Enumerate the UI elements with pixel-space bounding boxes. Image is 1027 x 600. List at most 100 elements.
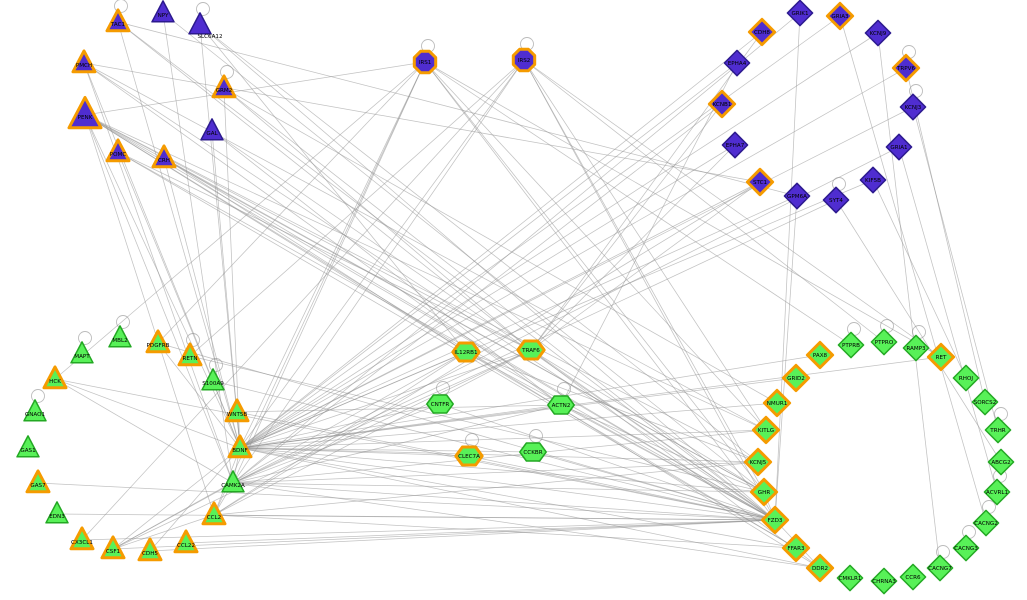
- node-CDH8[interactable]: CDH8: [747, 17, 777, 47]
- triangle-shape: [151, 0, 175, 23]
- edge-a8-f16: [117, 151, 776, 521]
- node-KCNB1[interactable]: KCNB1: [707, 89, 737, 119]
- edge-a1-e10: [117, 21, 241, 449]
- node-RET[interactable]: RET: [926, 342, 956, 372]
- triangle-shape: [224, 398, 250, 423]
- edge-e10-e2: [157, 342, 241, 449]
- node-IL12RB1[interactable]: IL12RB1: [451, 341, 481, 363]
- node-PTPRO[interactable]: PTPRO: [870, 328, 898, 356]
- node-IRS1[interactable]: IRS1: [412, 49, 438, 75]
- diamond-shape: [899, 93, 927, 121]
- node-ACTN2[interactable]: ACTN2: [547, 395, 575, 415]
- node-KCNJ5[interactable]: KCNJ5: [743, 447, 773, 477]
- node-TRPV6[interactable]: TRPV6: [891, 53, 921, 83]
- node-EDN3[interactable]: EDN3: [45, 501, 69, 524]
- edge-b2-f5: [523, 59, 942, 358]
- node-IRS2[interactable]: IRS2: [511, 47, 537, 73]
- edge-a9-d1: [163, 157, 467, 353]
- node-CNTFR[interactable]: CNTFR: [426, 394, 454, 414]
- triangle-shape: [188, 12, 212, 35]
- edge-e10-e16: [112, 447, 241, 550]
- diamond-shape: [786, 0, 814, 27]
- node-GNAO1[interactable]: GNAO1: [23, 399, 47, 422]
- node-PENK[interactable]: PENK: [67, 95, 103, 130]
- diamond-shape: [805, 553, 835, 583]
- node-GAS1[interactable]: GAS1: [16, 435, 40, 458]
- node-GAL[interactable]: GAL: [200, 118, 224, 141]
- diamond-shape: [864, 19, 892, 47]
- edge-e10-e17: [149, 447, 241, 552]
- node-CACNG7[interactable]: CACNG7: [926, 554, 954, 582]
- edge-e12-e16: [112, 482, 234, 550]
- triangle-shape: [42, 365, 68, 390]
- node-ABCG2[interactable]: ABCG2: [987, 448, 1015, 476]
- diamond-shape: [971, 388, 999, 416]
- node-CCL22[interactable]: CCL22: [173, 529, 199, 554]
- triangle-shape: [173, 529, 199, 554]
- edge-e10-f4: [239, 354, 821, 449]
- node-CCKBR[interactable]: CCKBR: [519, 442, 547, 462]
- node-PMCH[interactable]: PMCH: [71, 49, 97, 74]
- node-MAPT[interactable]: MAPT: [70, 341, 94, 364]
- node-KCNJ9[interactable]: KCNJ9: [864, 19, 892, 47]
- node-PTPRB[interactable]: PTPRB: [837, 331, 865, 359]
- diamond-shape: [983, 478, 1011, 506]
- node-DDR2[interactable]: DDR2: [805, 553, 835, 583]
- node-CMKLR1[interactable]: CMKLR1: [836, 564, 864, 592]
- edge-d4-f14: [560, 404, 765, 493]
- edge-b1-f5: [424, 61, 942, 358]
- node-TRAF6[interactable]: TRAF6: [516, 339, 546, 361]
- node-SLC6A12[interactable]: SLC6A12: [188, 12, 223, 40]
- edge-b1-f10: [424, 61, 767, 431]
- node-TAC1[interactable]: TAC1: [105, 8, 131, 33]
- diamond-shape: [952, 364, 980, 392]
- edge-b2-f10: [523, 59, 767, 431]
- node-RHOJ[interactable]: RHOJ: [952, 364, 980, 392]
- self-loop-MBL2: [116, 315, 130, 329]
- triangle-shape: [221, 470, 245, 493]
- triangle-shape: [211, 74, 237, 99]
- node-GPM6A[interactable]: GPM6A: [783, 182, 811, 210]
- node-NMUR1[interactable]: NMUR1: [762, 388, 792, 418]
- node-SORCS2[interactable]: SORCS2: [971, 388, 999, 416]
- node-CHRNA3[interactable]: CHRNA3: [870, 567, 898, 595]
- edge-c13-f13: [835, 199, 1002, 463]
- node-GAS7[interactable]: GAS7: [25, 469, 51, 494]
- node-STC1[interactable]: STC1: [745, 167, 775, 197]
- node-TRHR[interactable]: TRHR: [984, 416, 1012, 444]
- node-HCK[interactable]: HCK: [42, 365, 68, 390]
- hexagon-shape: [516, 339, 546, 361]
- octagon-shape: [412, 49, 438, 75]
- hexagon-shape: [547, 395, 575, 415]
- edge-b1-e12: [232, 61, 426, 484]
- edge-a6-e14: [84, 114, 215, 516]
- node-MBL2[interactable]: MBL2: [108, 325, 132, 348]
- node-GRIA3[interactable]: GRIA3: [825, 1, 855, 31]
- diamond-shape: [721, 131, 749, 159]
- node-SYT4[interactable]: SYT4: [822, 186, 850, 214]
- node-CSF1[interactable]: CSF1: [100, 535, 126, 560]
- node-CCR6[interactable]: CCR6: [899, 563, 927, 591]
- node-FZD3[interactable]: FZD3: [760, 505, 790, 535]
- node-GRIK1[interactable]: GRIK1: [786, 0, 814, 27]
- node-RAMP3[interactable]: RAMP3: [902, 334, 930, 362]
- triangle-shape: [201, 368, 225, 391]
- node-KCNJ3[interactable]: KCNJ3: [899, 93, 927, 121]
- triangle-shape: [70, 341, 94, 364]
- node-CACNG2[interactable]: CACNG2: [972, 509, 1000, 537]
- node-CCL2[interactable]: CCL2: [201, 501, 227, 526]
- node-CACNG3[interactable]: CACNG3: [952, 534, 980, 562]
- self-loop-GNAO1: [31, 389, 45, 403]
- node-GRID2[interactable]: GRID2: [781, 363, 811, 393]
- node-POMC[interactable]: POMC: [105, 138, 131, 163]
- node-KITLG[interactable]: KITLG: [751, 415, 781, 445]
- node-NPY[interactable]: NPY: [151, 0, 175, 23]
- self-loop-S100A9: [209, 358, 223, 372]
- node-KIF5B[interactable]: KIF5B: [859, 166, 887, 194]
- node-S100A9[interactable]: S100A9: [201, 368, 225, 391]
- diamond-shape: [707, 89, 737, 119]
- node-CLEC7A[interactable]: CLEC7A: [454, 445, 484, 467]
- node-PAX8[interactable]: PAX8: [805, 340, 835, 370]
- edge-a9-e10: [163, 157, 241, 449]
